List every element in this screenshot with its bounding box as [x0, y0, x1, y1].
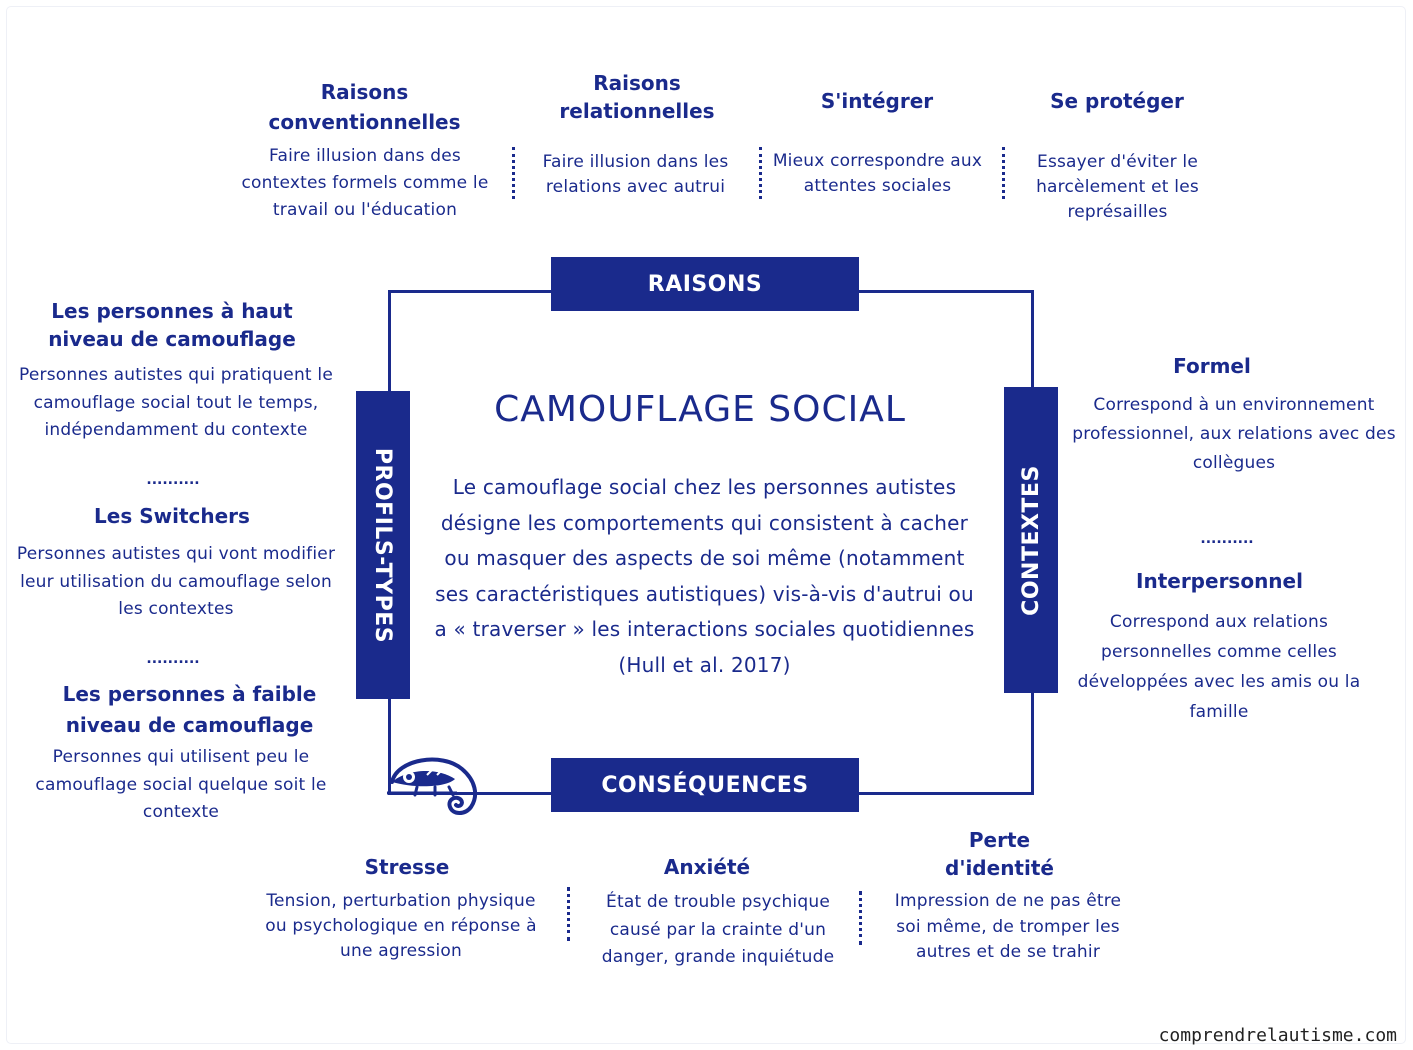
consequence-text-2: État de trouble psychique causé par la c… — [601, 892, 835, 967]
definition-text: Le camouflage social chez les personnes … — [434, 475, 975, 677]
profil-separator-1: .......... — [146, 472, 200, 488]
raison-text-1: Faire illusion dans des contextes formel… — [241, 146, 489, 220]
raison-title-1: Raisons conventionnelles — [268, 80, 461, 134]
chameleon-icon — [387, 757, 478, 815]
footer-site: comprendrelautisme.com — [1158, 1025, 1397, 1046]
banner-profils-label: PROFILS-TYPES — [370, 447, 396, 643]
profil-text-3: Personnes qui utilisent peu le camouflag… — [35, 747, 327, 822]
banner-contextes: CONTEXTES — [1004, 387, 1058, 693]
banner-raisons-label: RAISONS — [647, 271, 763, 297]
raison-text-4: Essayer d'éviter le harcèlement et les r… — [1036, 152, 1199, 222]
raison-title-4: Se protéger — [1050, 89, 1184, 113]
banner-consequences-label: CONSÉQUENCES — [601, 772, 809, 798]
profil-title-2: Les Switchers — [94, 504, 250, 528]
banner-consequences: CONSÉQUENCES — [551, 758, 859, 812]
contexte-text-1: Correspond à un environnement profession… — [1072, 395, 1396, 473]
raison-title-2: Raisons relationnelles — [559, 71, 715, 123]
raison-separator-2 — [759, 147, 762, 199]
consequence-text-1: Tension, perturbation physique ou psycho… — [265, 891, 537, 961]
raison-separator-1 — [512, 147, 515, 199]
consequence-title-3: Perte d'identité — [945, 828, 1054, 880]
consequence-title-1: Stresse — [364, 855, 450, 879]
banner-contextes-label: CONTEXTES — [1018, 464, 1044, 616]
contexte-title-2: Interpersonnel — [1136, 569, 1303, 593]
raison-text-2: Faire illusion dans les relations avec a… — [542, 152, 729, 197]
raison-title-3: S'intégrer — [820, 89, 934, 113]
infographic-canvas: Raisons conventionnelles Faire illusion … — [7, 7, 1405, 1046]
profil-title-1: Les personnes à haut niveau de camouflag… — [48, 299, 296, 351]
consequence-separator-1 — [567, 887, 570, 941]
consequence-text-3: Impression de ne pas être soi même, de t… — [894, 891, 1122, 962]
consequence-separator-2 — [859, 891, 862, 945]
profil-text-2: Personnes autistes qui vont modifier leu… — [16, 544, 336, 619]
banner-raisons: RAISONS — [551, 257, 859, 311]
raison-text-3: Mieux correspondre aux attentes sociales — [772, 151, 983, 196]
raison-separator-3 — [1002, 147, 1005, 199]
contexte-separator: .......... — [1200, 531, 1254, 547]
banner-profils-types: PROFILS-TYPES — [356, 391, 410, 699]
main-title: CAMOUFLAGE SOCIAL — [494, 389, 906, 430]
contexte-title-1: Formel — [1173, 354, 1251, 378]
profil-title-3: Les personnes à faible niveau de camoufl… — [62, 682, 317, 737]
contexte-text-2: Correspond aux relations personnelles co… — [1077, 612, 1361, 722]
profil-text-1: Personnes autistes qui pratiquent le cam… — [19, 365, 333, 440]
profil-separator-2: .......... — [146, 651, 200, 667]
consequence-title-2: Anxiété — [663, 855, 751, 879]
